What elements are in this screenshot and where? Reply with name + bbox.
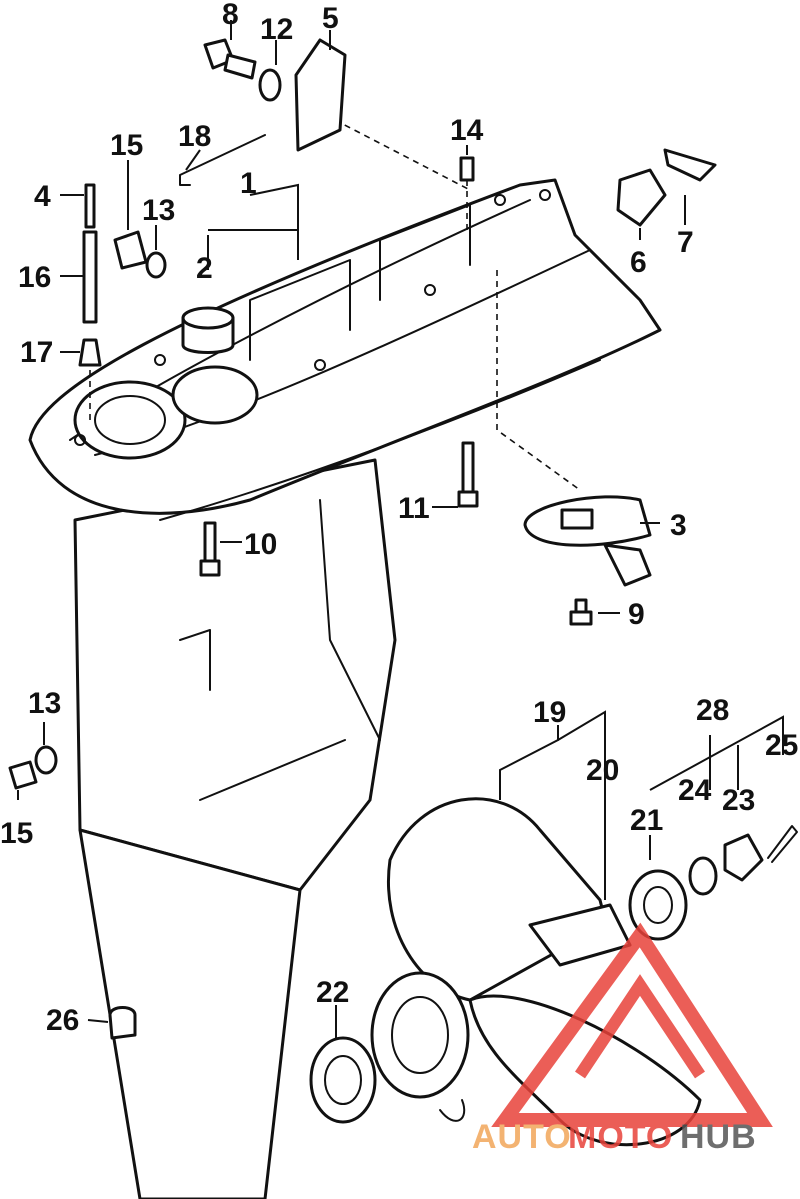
spacer-21 (628, 869, 688, 941)
callout-2: 2 (196, 252, 213, 285)
callout-9: 9 (628, 598, 645, 631)
callout-16: 16 (18, 261, 51, 294)
callout-11: 11 (398, 492, 430, 525)
callout-12: 12 (260, 13, 293, 46)
callout-5: 5 (322, 2, 339, 35)
callout-26: 26 (46, 1004, 79, 1037)
assembly-line-5 (334, 119, 471, 191)
callout-1: 1 (240, 167, 257, 200)
gearcase-housing (28, 178, 662, 1199)
callout-21: 21 (630, 804, 663, 837)
callout-14: 14 (450, 114, 484, 147)
bolt-9 (569, 598, 593, 626)
callout-17: 17 (20, 336, 53, 369)
washer-12 (258, 68, 282, 102)
nut-23 (723, 833, 764, 882)
washer-24 (688, 856, 718, 896)
watermark-text-auto: AUTO (472, 1118, 572, 1156)
watermark-text-moto: MOTO (568, 1118, 673, 1156)
callout-labels: 1 2 3 4 5 6 7 8 9 10 11 12 13 13 14 15 1… (0, 0, 798, 1037)
clip-7 (663, 148, 717, 182)
callout-18: 18 (178, 120, 211, 153)
plug-15b (8, 760, 38, 790)
callout-13b: 13 (28, 687, 61, 720)
callout-25: 25 (765, 729, 798, 762)
bolt-8 (203, 38, 257, 80)
watermark-logo: AUTO MOTO HUB (472, 922, 773, 1156)
bolt-10 (199, 521, 221, 577)
plug-15a (113, 230, 148, 270)
callout-15b: 15 (0, 817, 33, 850)
callout-10: 10 (244, 528, 277, 561)
callout-22: 22 (316, 976, 349, 1009)
washer-13b (34, 745, 58, 775)
cotter-pin-25 (767, 825, 798, 863)
callout-4: 4 (34, 180, 51, 213)
watermark-text-hub: HUB (680, 1118, 757, 1156)
callout-24: 24 (678, 774, 712, 807)
leader-lines (17, 20, 784, 1040)
callout-8: 8 (222, 0, 239, 31)
clip-6 (616, 168, 667, 227)
cover-block (294, 38, 347, 152)
washer-13a (145, 251, 167, 279)
callout-13a: 13 (142, 194, 175, 227)
callout-28: 28 (696, 694, 729, 727)
callout-23: 23 (722, 784, 755, 817)
cable-18 (179, 134, 266, 186)
callout-20: 20 (586, 754, 619, 787)
bolt-11 (457, 441, 479, 508)
thrust-washer-22 (309, 1036, 377, 1124)
callout-19: 19 (533, 696, 566, 729)
callout-6: 6 (630, 246, 647, 279)
plug-26 (108, 1006, 137, 1040)
callout-3: 3 (670, 509, 687, 542)
trim-tab (523, 495, 652, 587)
assembly-line-3 (496, 270, 581, 491)
tube-assembly (78, 183, 102, 367)
dowel-pin (459, 156, 475, 182)
bushing-part (181, 306, 235, 354)
callout-7: 7 (677, 226, 694, 259)
callout-15a: 15 (110, 129, 143, 162)
